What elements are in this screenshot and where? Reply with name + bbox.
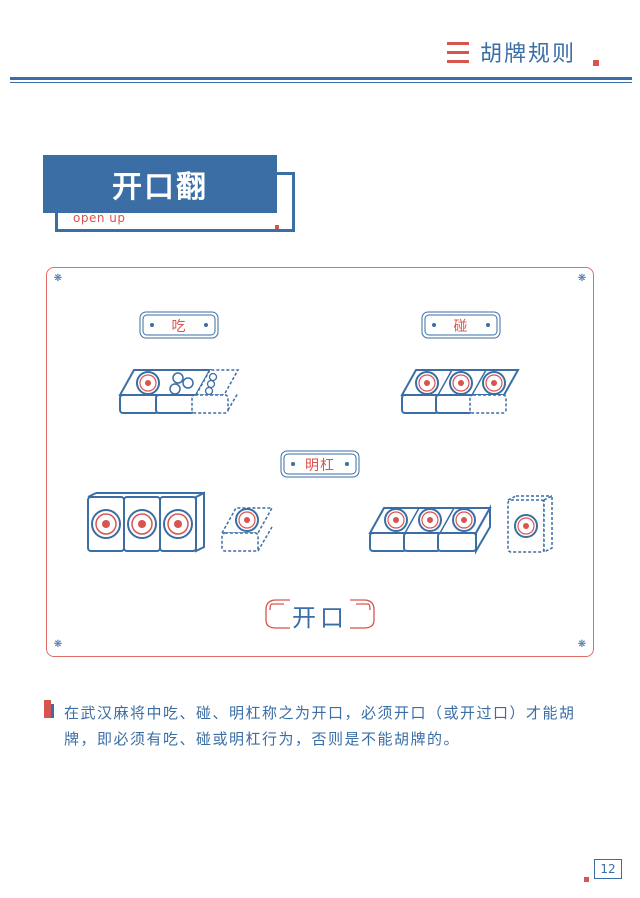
page-number: 12 [594,859,622,879]
page-header-title: 胡牌规则 [480,42,577,67]
kaikou-label: 开口 [292,604,348,632]
header-rule [10,77,632,80]
section-title-box [43,155,277,213]
page-number-dot [584,877,589,882]
section-dot [275,225,279,229]
illustration-frame [46,267,594,657]
section-subtitle: open up [73,211,126,225]
section-title: 开口翻 [112,170,208,205]
minggang-extra-tile-icon [220,507,274,552]
minggang-lying-tiles-icon [368,504,492,555]
paragraph-marker-icon [44,700,54,718]
header-dot [593,60,599,66]
label-peng-text: 碰 [453,319,469,335]
corner-ornament-icon: ❋ [53,639,63,650]
corner-ornament-icon: ❋ [577,273,587,284]
chi-tiles-icon [118,369,240,414]
header-rule-thin [10,82,632,83]
minggang-standing-dashed-tile-icon [507,494,553,554]
peng-tiles-icon [400,369,520,414]
label-minggang-text: 明杠 [305,458,335,474]
label-chi-text: 吃 [171,319,187,335]
description-paragraph: 在武汉麻将中吃、碰、明杠称之为开口，必须开口（或开过口）才能胡牌，即必须有吃、碰… [64,704,576,748]
minggang-standing-tiles-icon [87,491,205,553]
corner-ornament-icon: ❋ [53,273,63,284]
kaikou-frame [265,599,375,629]
label-chi: 吃 [136,311,222,339]
label-minggang: 明杠 [277,450,363,478]
corner-ornament-icon: ❋ [577,639,587,650]
hamburger-icon [447,40,469,66]
label-peng: 碰 [418,311,504,339]
